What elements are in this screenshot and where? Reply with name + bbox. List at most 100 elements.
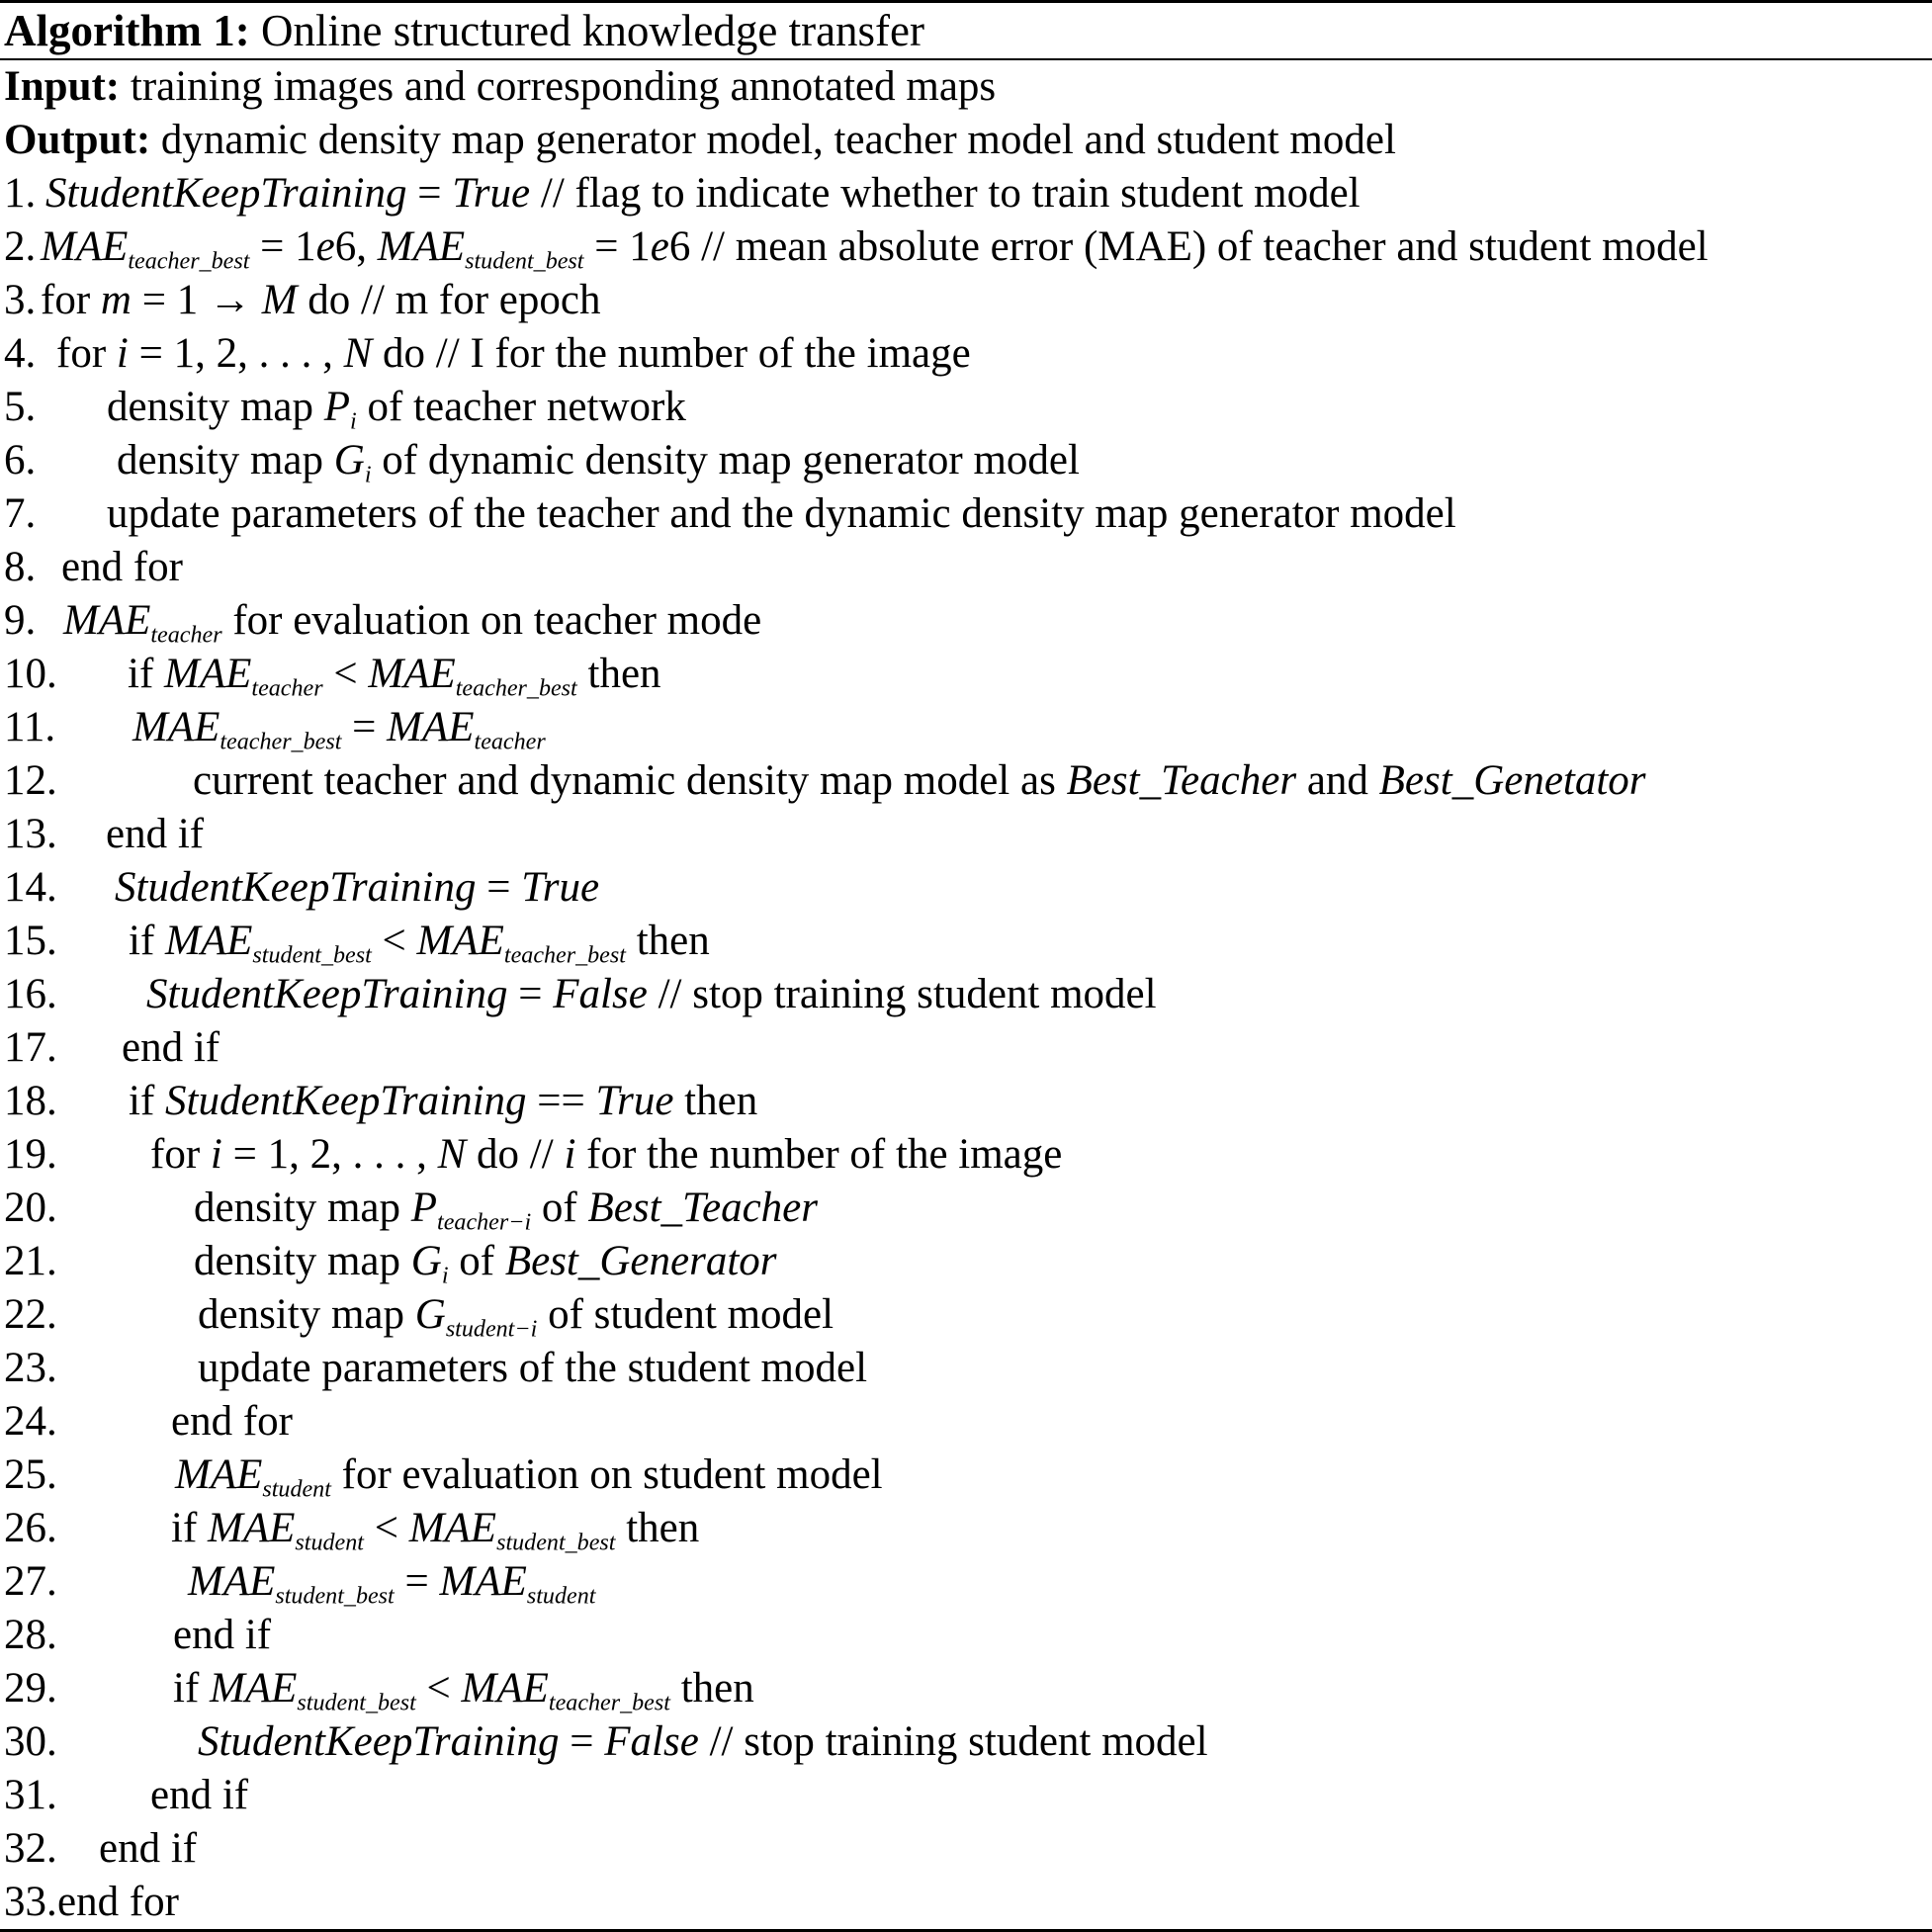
code-text: < (322, 651, 369, 697)
math-var: MAE (408, 1505, 497, 1551)
subscript: teacher−i (437, 1209, 532, 1236)
code-text: for evaluation on teacher mode (221, 597, 762, 644)
code-text: = 1, 2, . . . , (128, 330, 344, 377)
math-var: StudentKeepTraining (45, 170, 407, 217)
line-number: 5. (4, 384, 37, 430)
math-var: Best_Genetator (1378, 757, 1646, 804)
math-var: True (595, 1078, 674, 1124)
algo-line-24: 24.end for (0, 1395, 1932, 1449)
algo-line-17: 17.end if (0, 1021, 1932, 1075)
code-text: = (394, 1558, 440, 1605)
code-text: == (526, 1078, 596, 1124)
line-number: 15. (4, 918, 57, 964)
subscript: student (262, 1476, 331, 1503)
math-var: e (650, 223, 669, 270)
code-text: do // (466, 1131, 565, 1178)
algo-line-7: 7.update parameters of the teacher and t… (0, 487, 1932, 541)
header-rule (0, 58, 1932, 60)
math-var: m (100, 277, 132, 323)
code-text: if (128, 651, 165, 697)
algo-line-20: 20.density map Pteacher−i of Best_Teache… (0, 1182, 1932, 1235)
math-var: StudentKeepTraining (198, 1718, 560, 1765)
top-rule (0, 0, 1932, 3)
subscript: teacher_best (128, 248, 250, 275)
math-var: StudentKeepTraining (165, 1078, 527, 1124)
io-line-output: Output: dynamic density map generator mo… (0, 114, 1932, 167)
subscript: student_best (275, 1583, 395, 1610)
algo-line-27: 27.MAEstudent_best = MAEstudent (0, 1555, 1932, 1609)
algo-line-16: 16.StudentKeepTraining = False // stop t… (0, 968, 1932, 1021)
code-text: of (531, 1185, 588, 1231)
code-text: 6 // mean absolute error (MAE) of teache… (668, 223, 1709, 270)
math-var: i (116, 330, 129, 377)
line-content: StudentKeepTraining = False // stop trai… (146, 968, 1157, 1021)
code-text: < (371, 918, 417, 964)
line-number: 11. (4, 704, 56, 750)
math-var: MAE (461, 1665, 549, 1712)
math-var: e (315, 223, 335, 270)
code-text: do // m for epoch (297, 277, 601, 323)
algo-line-22: 22.density map Gstudent−i of student mod… (0, 1288, 1932, 1342)
line-content: Output: dynamic density map generator mo… (4, 114, 1396, 167)
subscript: student_best (252, 942, 372, 969)
code-text: = (507, 971, 554, 1017)
code-text: // stop training student model (698, 1718, 1208, 1765)
io-line-input: Input: training images and corresponding… (0, 60, 1932, 114)
line-content: MAEteacher_best = MAEteacher (132, 701, 546, 768)
line-content: end if (122, 1021, 220, 1075)
math-var: MAE (377, 223, 466, 270)
code-text: for (41, 277, 101, 323)
math-var: False (604, 1718, 699, 1765)
math-var: StudentKeepTraining (115, 864, 477, 911)
math-var: N (343, 330, 373, 377)
line-number: 20. (4, 1185, 57, 1231)
math-var: Best_Teacher (1066, 757, 1297, 804)
subscript: student_best (465, 248, 584, 275)
algo-line-15: 15.if MAEstudent_best < MAEteacher_best … (0, 915, 1932, 968)
code-text: < (415, 1665, 462, 1712)
math-var: MAE (41, 223, 129, 270)
subscript: i (441, 1263, 449, 1289)
code-text: end for (171, 1398, 293, 1445)
algo-line-18: 18.if StudentKeepTraining == True then (0, 1075, 1932, 1128)
algo-line-5: 5.density map Pi of teacher network (0, 381, 1932, 434)
line-number: 8. (4, 544, 37, 590)
subscript: teacher (251, 675, 323, 702)
subscript: teacher (474, 729, 546, 755)
line-number: 23. (4, 1345, 57, 1391)
math-var: G (414, 1291, 446, 1338)
code-text: = (476, 864, 522, 911)
math-var: P (323, 384, 351, 430)
line-number: 19. (4, 1131, 57, 1178)
line-content: update parameters of the student model (198, 1342, 867, 1395)
algorithm-title: Online structured knowledge transfer (249, 6, 924, 55)
math-var: MAE (132, 704, 220, 750)
line-content: StudentKeepTraining = False // stop trai… (198, 1715, 1208, 1769)
line-number: 14. (4, 864, 57, 911)
code-text: 6, (334, 223, 378, 270)
line-content: if MAEstudent_best < MAEteacher_best the… (173, 1662, 754, 1729)
code-text: density map (198, 1291, 415, 1338)
line-content: if StudentKeepTraining == True then (129, 1075, 757, 1128)
io-text: training images and corresponding annota… (120, 63, 997, 110)
math-var: G (333, 437, 365, 483)
code-text: density map (194, 1238, 411, 1284)
line-number: 28. (4, 1612, 57, 1658)
line-number: 29. (4, 1665, 57, 1712)
code-text: = 1 → (131, 277, 262, 323)
subscript: i (350, 408, 357, 435)
bottom-rule (0, 1929, 1932, 1932)
line-content: update parameters of the teacher and the… (107, 487, 1456, 541)
algo-line-33: 33.end for (0, 1876, 1932, 1929)
math-var: MAE (439, 1558, 527, 1605)
subscript: teacher (150, 622, 222, 649)
code-text: if (171, 1505, 209, 1551)
math-var: P (410, 1185, 438, 1231)
line-content: StudentKeepTraining = True (115, 861, 599, 915)
algo-line-25: 25.MAEstudent for evaluation on student … (0, 1449, 1932, 1502)
code-text: then (625, 918, 710, 964)
math-var: Best_Generator (504, 1238, 777, 1284)
code-text: of dynamic density map generator model (371, 437, 1080, 483)
line-number: 27. (4, 1558, 57, 1605)
algo-line-1: 1.StudentKeepTraining = True // flag to … (0, 167, 1932, 220)
